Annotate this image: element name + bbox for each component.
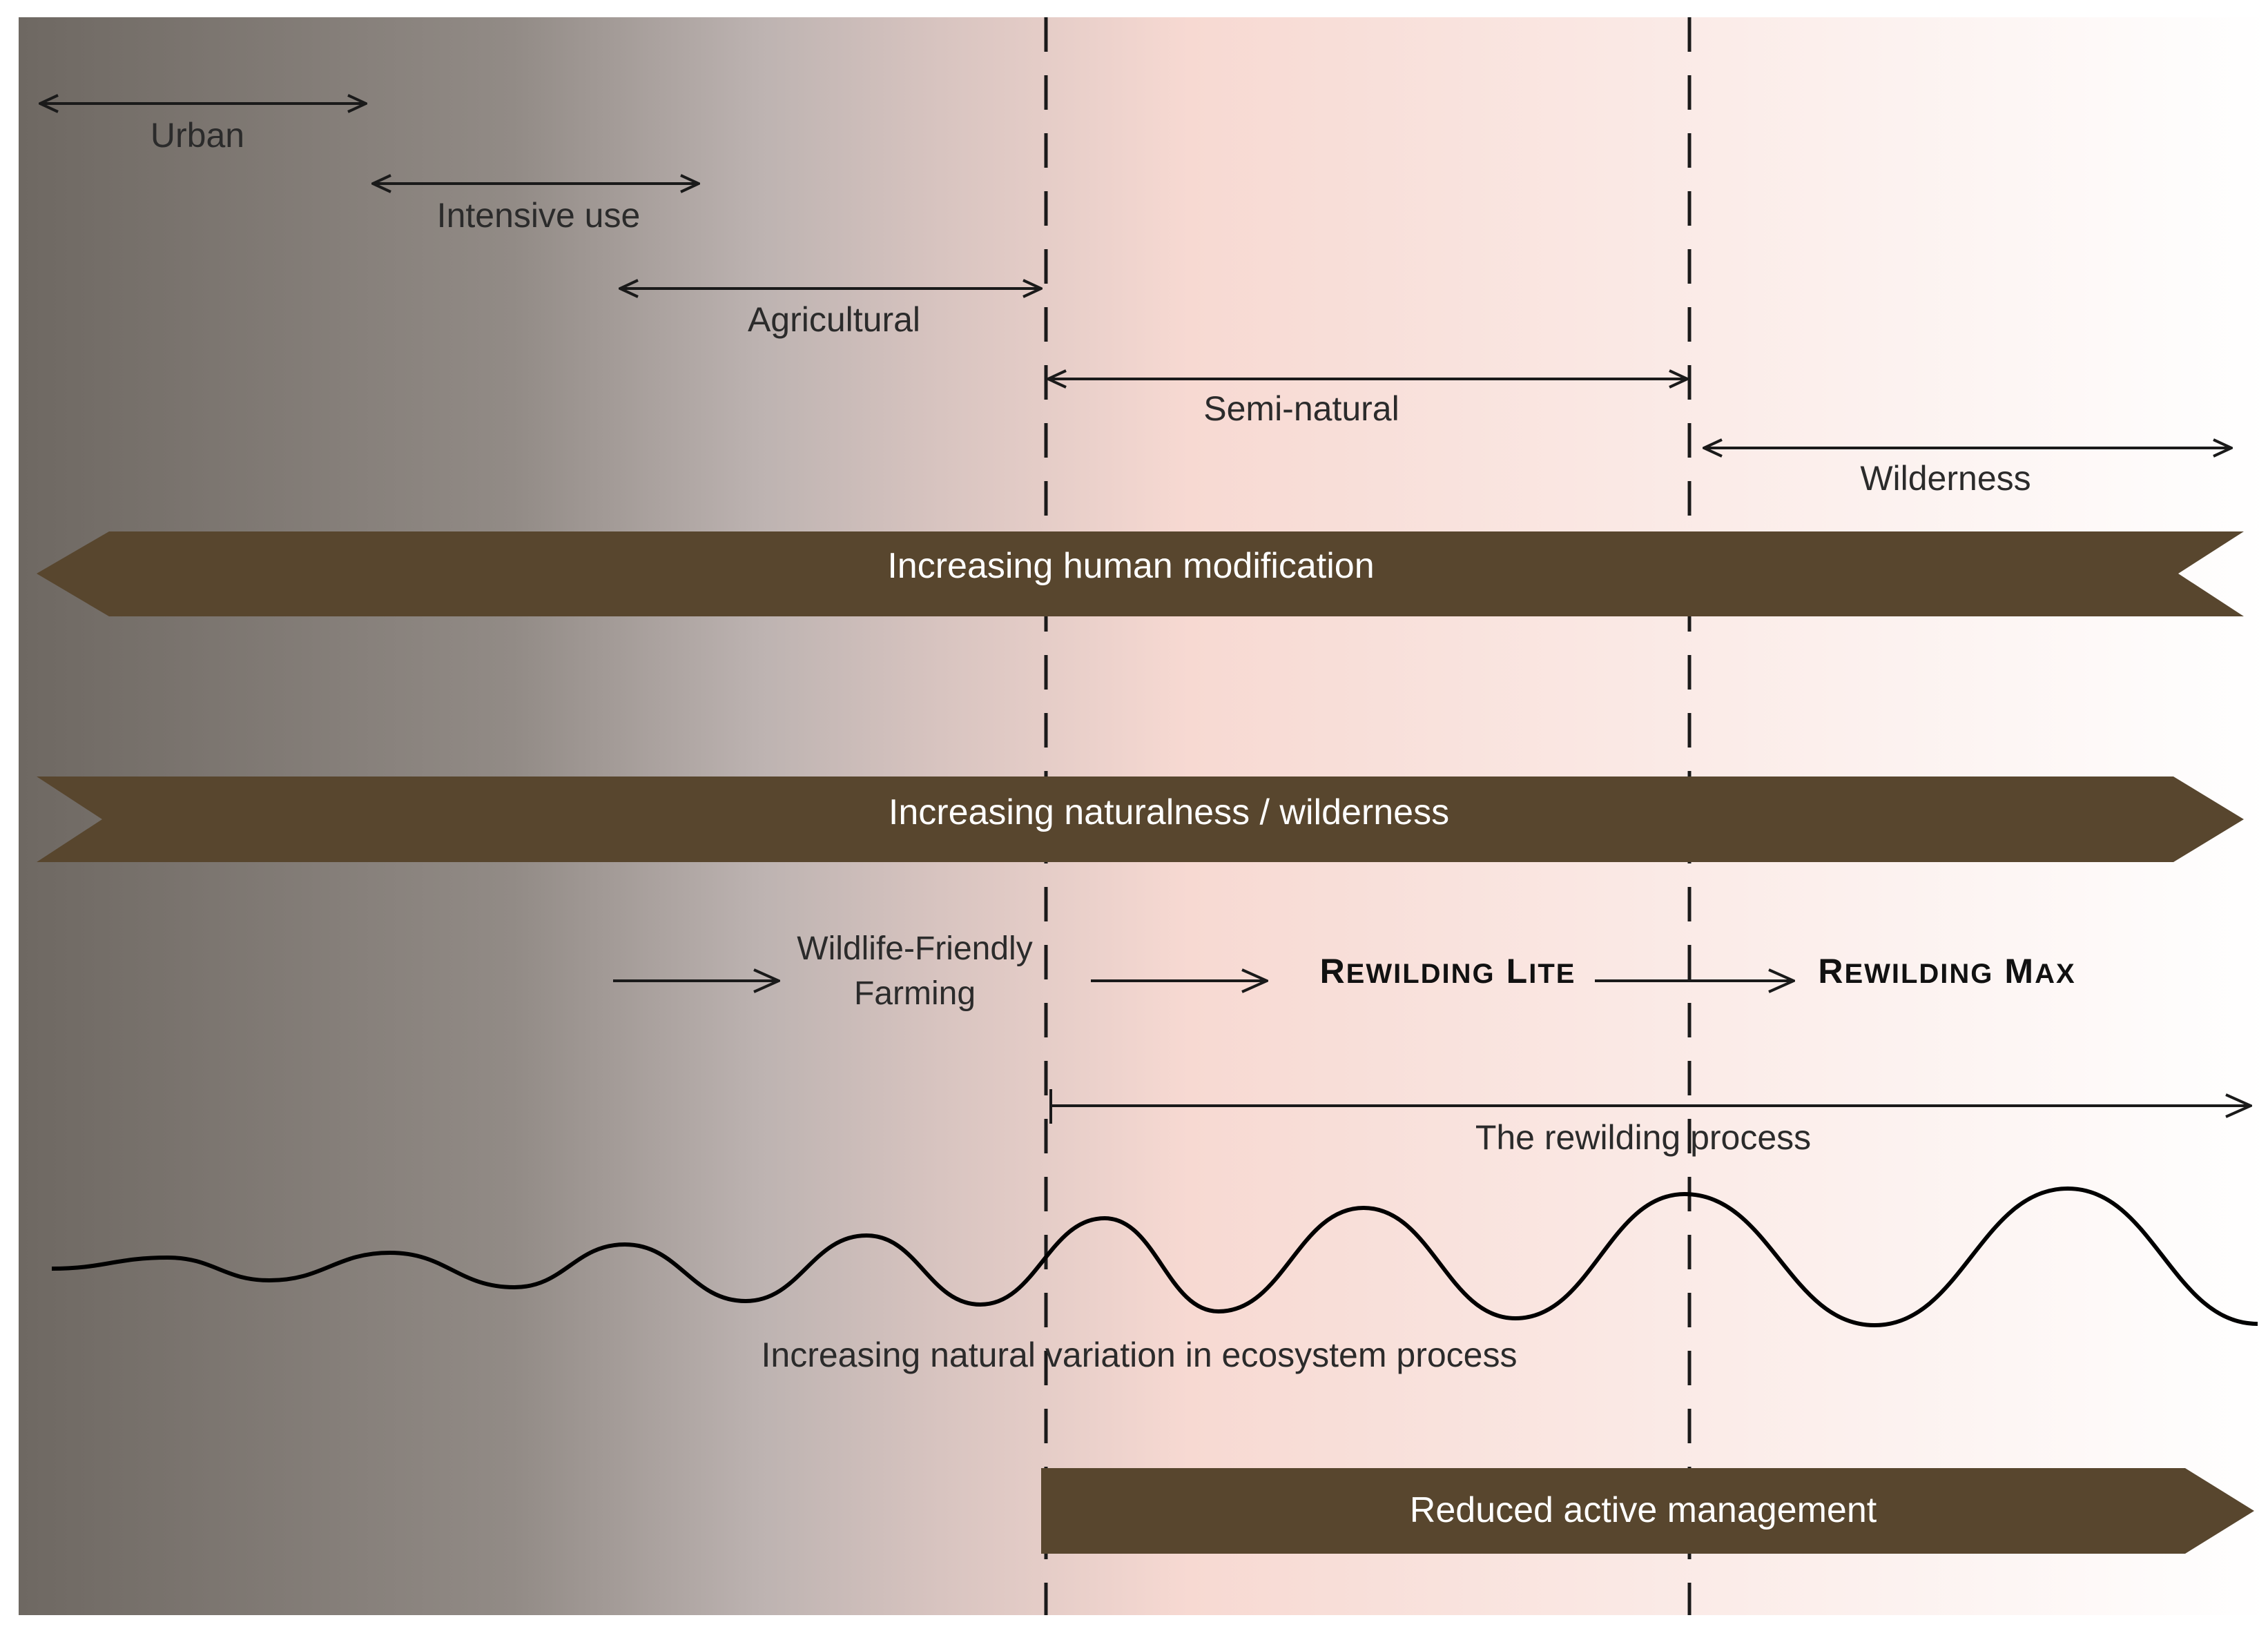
- wildlife-friendly-line1: Wildlife-Friendly: [797, 930, 1032, 967]
- stage-wildlife-friendly-farming: Wildlife-Friendly Farming: [797, 930, 1032, 1012]
- semi-natural-label: Semi-natural: [1203, 389, 1399, 428]
- right-pointing-band-arrow: [37, 777, 2244, 862]
- wildlife-friendly-line2: Farming: [854, 975, 976, 1012]
- natural-variation-label: Increasing natural variation in ecosyste…: [762, 1336, 1518, 1374]
- naturalness-label: Increasing naturalness / wilderness: [889, 792, 1449, 832]
- human-modification-label: Increasing human modification: [887, 546, 1374, 586]
- right-pointing-band-arrow: [1041, 1468, 2254, 1554]
- zone-agricultural: Agricultural: [620, 289, 1041, 339]
- band-human-modification: Increasing human modification: [37, 531, 2244, 616]
- rewilding-process: The rewilding process: [1049, 1089, 2251, 1157]
- wilderness-label: Wilderness: [1860, 459, 2030, 498]
- rewilding-process-label: The rewilding process: [1475, 1118, 1811, 1157]
- intensive-use-label: Intensive use: [437, 196, 641, 235]
- zone-intensive-use: Intensive use: [373, 184, 699, 235]
- zone-wilderness: Wilderness: [1704, 448, 2231, 498]
- reduced-management-label: Reduced active management: [1410, 1490, 1877, 1530]
- zone-semi-natural: Semi-natural: [1048, 379, 1687, 428]
- zone-urban: Urban: [40, 104, 366, 155]
- band-reduced-management: Reduced active management: [1041, 1468, 2254, 1554]
- ecosystem-variation-wave: [51, 1186, 2258, 1328]
- band-naturalness: Increasing naturalness / wilderness: [37, 777, 2244, 862]
- agricultural-label: Agricultural: [748, 300, 920, 339]
- left-pointing-band-arrow: [37, 531, 2244, 616]
- urban-label: Urban: [151, 116, 244, 155]
